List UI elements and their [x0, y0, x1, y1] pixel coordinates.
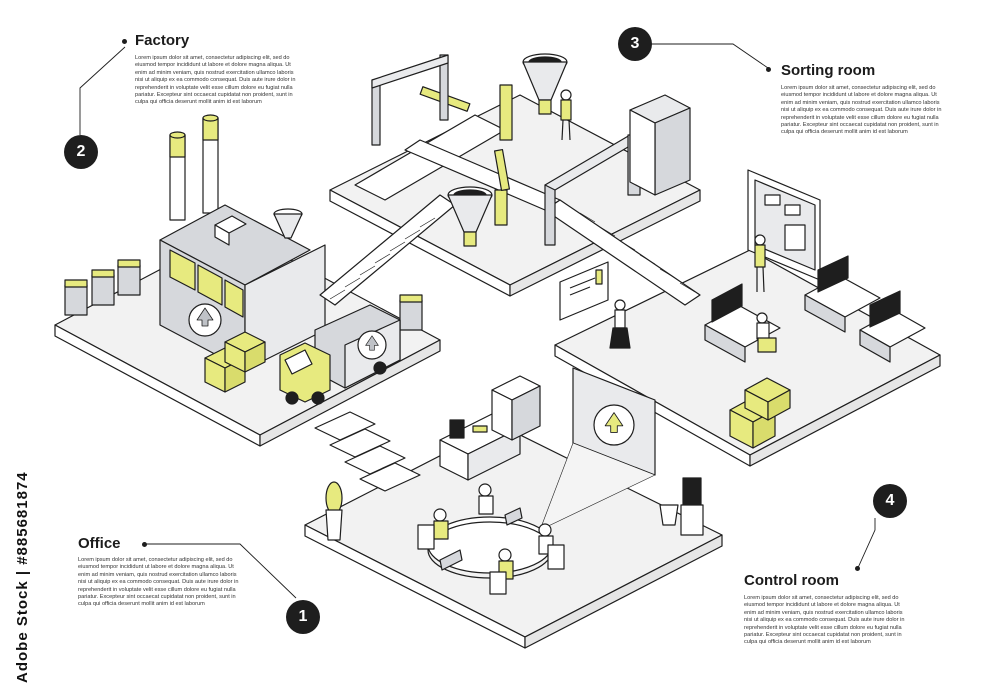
control-operator	[756, 312, 777, 353]
control-floor	[554, 249, 941, 467]
sorting-title: Sorting room	[781, 62, 876, 79]
control-boxes	[729, 377, 791, 449]
office-water-cooler	[680, 477, 704, 536]
control-title-dot	[855, 566, 860, 571]
office-plant	[325, 481, 343, 541]
sorting-number-badge: 3	[618, 27, 652, 61]
factory-boxes	[204, 331, 266, 393]
conveyor	[319, 114, 701, 306]
presenter	[609, 299, 631, 349]
conveyor-rollers	[329, 212, 696, 300]
control-big-screen	[747, 169, 821, 281]
office-trash-bin	[659, 504, 679, 526]
office-title: Office	[78, 535, 121, 552]
server-rack	[629, 94, 691, 196]
factory-building	[159, 114, 326, 371]
control-title: Control room	[744, 572, 839, 589]
stock-watermark: Adobe Stock | #885681874	[14, 471, 31, 683]
sorting-title-dot	[766, 67, 771, 72]
control-number-badge: 4	[873, 484, 907, 518]
office-description: Lorem ipsum dolor sit amet, consectetur …	[78, 557, 239, 608]
presentation-board	[559, 261, 609, 321]
stairs	[314, 411, 421, 492]
control-desks	[704, 255, 926, 363]
factory-number-badge: 2	[64, 135, 98, 169]
recycling-bins	[64, 259, 423, 331]
office-chairs	[417, 524, 565, 595]
office-title-dot	[142, 542, 147, 547]
robot-arms	[419, 84, 513, 226]
truck	[279, 304, 401, 405]
control-description: Lorem ipsum dolor sit amet, consectetur …	[744, 595, 905, 646]
office-printer	[491, 375, 541, 441]
funnels	[447, 53, 568, 247]
factory-description: Lorem ipsum dolor sit amet, consectetur …	[135, 55, 296, 106]
control-worker-standing	[754, 234, 766, 293]
sorting-description: Lorem ipsum dolor sit amet, consectetur …	[781, 85, 942, 136]
office-number-badge: 1	[286, 600, 320, 634]
leader-lines	[79, 43, 876, 599]
factory-title: Factory	[135, 32, 190, 49]
office-projection	[539, 367, 656, 531]
factory-title-dot	[122, 39, 127, 44]
worker-sorting	[560, 89, 572, 141]
